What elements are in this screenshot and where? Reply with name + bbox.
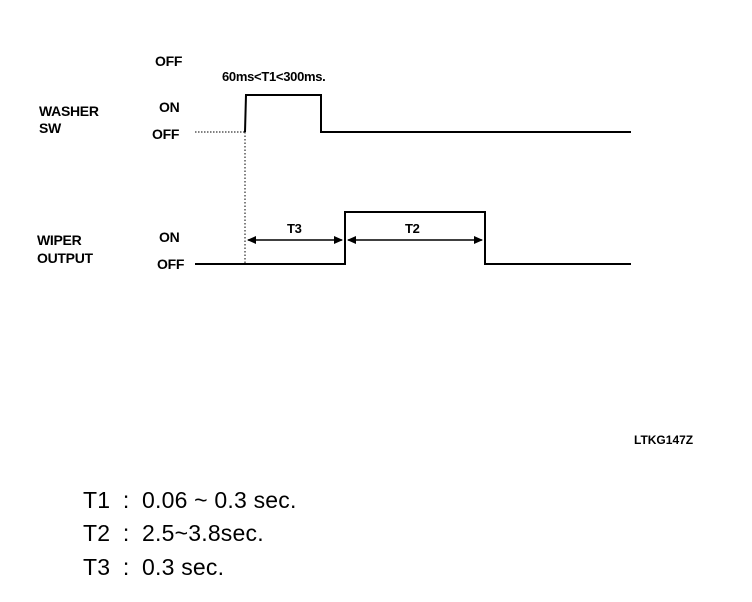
legend-sep: : (122, 554, 130, 580)
washer-state-on: ON (159, 99, 180, 115)
washer-sw-waveform (244, 94, 631, 133)
legend-sep: : (122, 487, 130, 513)
legend-value: 0.3 sec. (142, 554, 225, 580)
legend-key: T3 (83, 554, 111, 580)
washer-state-top-off: OFF (155, 53, 183, 69)
t1-pulse-annotation: 60ms<T1<300ms. (222, 69, 326, 84)
legend-sep: : (122, 520, 130, 546)
figure-code: LTKG147Z (634, 433, 694, 447)
t2-dimension-arrow (347, 236, 483, 244)
legend-key: T1 (83, 487, 111, 513)
wiper-output-waveform (195, 211, 631, 265)
legend-value: 0.06 ~ 0.3 sec. (142, 487, 297, 513)
washer-sw-name-line1: WASHER (39, 103, 99, 119)
t3-label: T3 (287, 221, 302, 236)
t3-dimension-arrow (247, 236, 343, 244)
washer-sw-name-line2: SW (39, 120, 61, 136)
legend-value: 2.5~3.8sec. (142, 520, 264, 546)
wiper-state-on: ON (159, 229, 180, 245)
wiper-output-name-line2: OUTPUT (37, 250, 93, 266)
legend-row-t3: T3 : 0.3 sec. (83, 556, 224, 579)
legend-row-t1: T1 : 0.06 ~ 0.3 sec. (83, 489, 297, 512)
washer-state-off: OFF (152, 126, 180, 142)
wiper-state-off: OFF (157, 256, 185, 272)
t2-label: T2 (405, 221, 420, 236)
wiper-output-name-line1: WIPER (37, 232, 82, 248)
legend-row-t2: T2 : 2.5~3.8sec. (83, 522, 264, 545)
legend-key: T2 (83, 520, 111, 546)
